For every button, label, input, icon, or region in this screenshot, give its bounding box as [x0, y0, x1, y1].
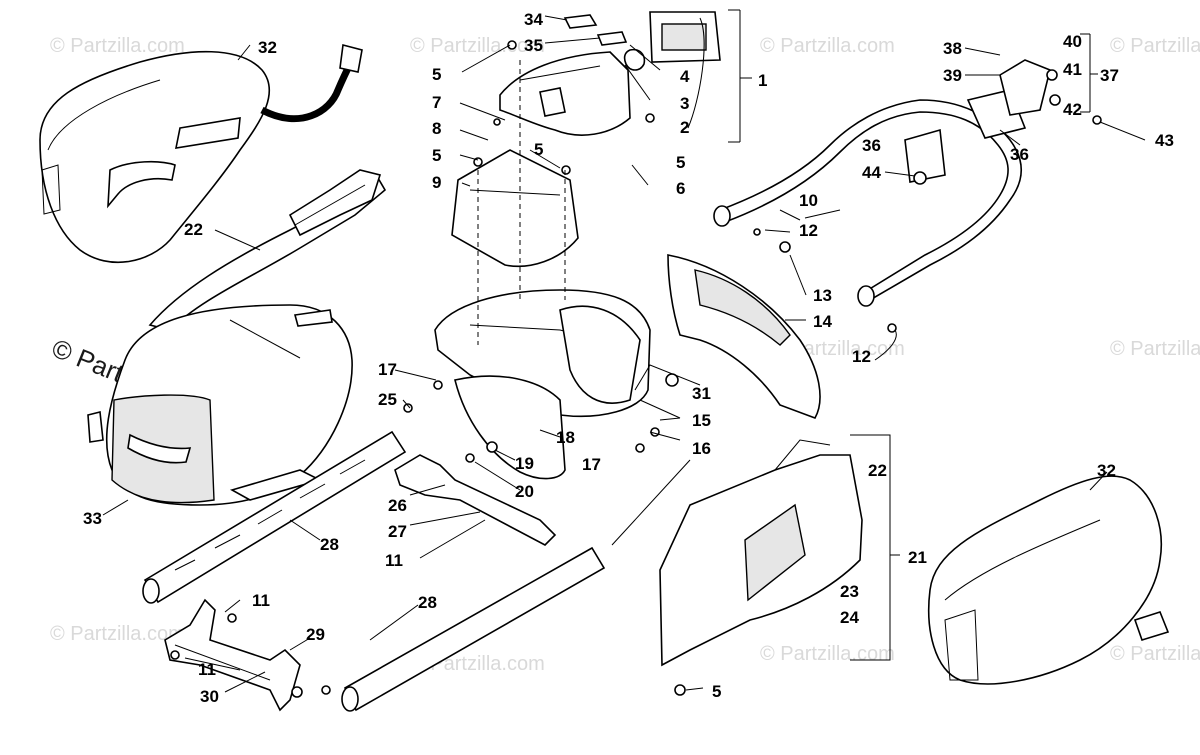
callout-7: 7: [432, 93, 441, 112]
callout-labels: 1 2 3 4 5 5 5 5 5 6 7 8 9 10 11 11 11 12…: [83, 10, 1174, 706]
watermark: © Partzilla.com: [1110, 35, 1200, 57]
saddle-bag-right: [927, 475, 1170, 685]
callout-1: 1: [758, 71, 767, 90]
callout-35: 35: [524, 36, 543, 55]
callout-43: 43: [1155, 131, 1174, 150]
callout-5: 5: [712, 682, 721, 701]
callout-2: 2: [680, 118, 689, 137]
tube-lower: [341, 546, 606, 712]
callout-22: 22: [868, 461, 887, 480]
callout-38: 38: [943, 39, 962, 58]
callout-8: 8: [432, 119, 441, 138]
watermark: © Partzilla.com: [1110, 338, 1200, 360]
callout-41: 41: [1063, 60, 1082, 79]
side-panel-right: [667, 254, 821, 419]
callout-26: 26: [388, 496, 407, 515]
callout-20: 20: [515, 482, 534, 501]
callout-44: 44: [862, 163, 881, 182]
callout-29: 29: [306, 625, 325, 644]
leader-lines: [102, 9, 1146, 693]
tail-light-housing: [499, 51, 631, 136]
callout-21: 21: [908, 548, 927, 567]
clamp-assembly: [999, 59, 1061, 116]
callout-30: 30: [200, 687, 219, 706]
callout-32: 32: [258, 38, 277, 57]
callout-11: 11: [385, 551, 403, 570]
watermark: © Partzilla.com: [1110, 643, 1200, 665]
callout-15: 15: [692, 411, 711, 430]
rear-trunk: [87, 304, 353, 506]
alignment-lines: [477, 60, 566, 345]
callout-32: 32: [1097, 461, 1116, 480]
background-watermarks: © Partzilla.com © Partzilla.com © Partzi…: [50, 35, 1200, 675]
callout-17: 17: [582, 455, 601, 474]
mud-flap: [454, 375, 566, 480]
callout-23: 23: [840, 582, 859, 601]
callout-28: 28: [418, 593, 437, 612]
callout-5: 5: [432, 146, 441, 165]
watermark: © Partzilla.com: [760, 643, 895, 665]
callout-11: 11: [198, 660, 216, 679]
callout-42: 42: [1063, 100, 1082, 119]
callout-36: 36: [862, 136, 881, 155]
callout-5: 5: [676, 153, 685, 172]
callout-5: 5: [534, 140, 543, 159]
watermark: © Partzilla.com: [50, 623, 185, 645]
callout-40: 40: [1063, 32, 1082, 51]
callout-10: 10: [799, 191, 818, 210]
side-cover-right: [659, 439, 863, 667]
callout-14: 14: [813, 312, 832, 331]
callout-34: 34: [524, 10, 543, 29]
callout-17: 17: [378, 360, 397, 379]
callout-4: 4: [680, 67, 690, 86]
lower-bracket: [164, 598, 301, 712]
grab-rail: [713, 99, 1022, 307]
callout-22: 22: [184, 220, 203, 239]
callout-18: 18: [556, 428, 575, 447]
tube-upper: [142, 430, 407, 604]
watermark: © Partzilla.com: [50, 35, 185, 57]
callout-31: 31: [692, 384, 711, 403]
callout-37: 37: [1100, 66, 1119, 85]
inner-panel: [451, 149, 579, 268]
callout-9: 9: [432, 173, 441, 192]
callout-13: 13: [813, 286, 832, 305]
callout-16: 16: [692, 439, 711, 458]
callout-6: 6: [676, 179, 685, 198]
callout-11: 11: [252, 591, 270, 610]
callout-12: 12: [799, 221, 818, 240]
callout-12: 12: [852, 347, 871, 366]
callout-36: 36: [1010, 145, 1029, 164]
watermark: © Partzilla.com: [760, 35, 895, 57]
callout-33: 33: [83, 509, 102, 528]
callout-25: 25: [378, 390, 397, 409]
rear-fender: [434, 289, 651, 418]
tube-mount: [394, 454, 557, 546]
callout-3: 3: [680, 94, 689, 113]
callout-39: 39: [943, 66, 962, 85]
callout-19: 19: [515, 454, 534, 473]
callout-5: 5: [432, 65, 441, 84]
bracket-left: [148, 169, 387, 331]
callout-27: 27: [388, 522, 407, 541]
callout-28: 28: [320, 535, 339, 554]
callout-24: 24: [840, 608, 859, 627]
saddle-bag-top-left: [39, 43, 363, 264]
